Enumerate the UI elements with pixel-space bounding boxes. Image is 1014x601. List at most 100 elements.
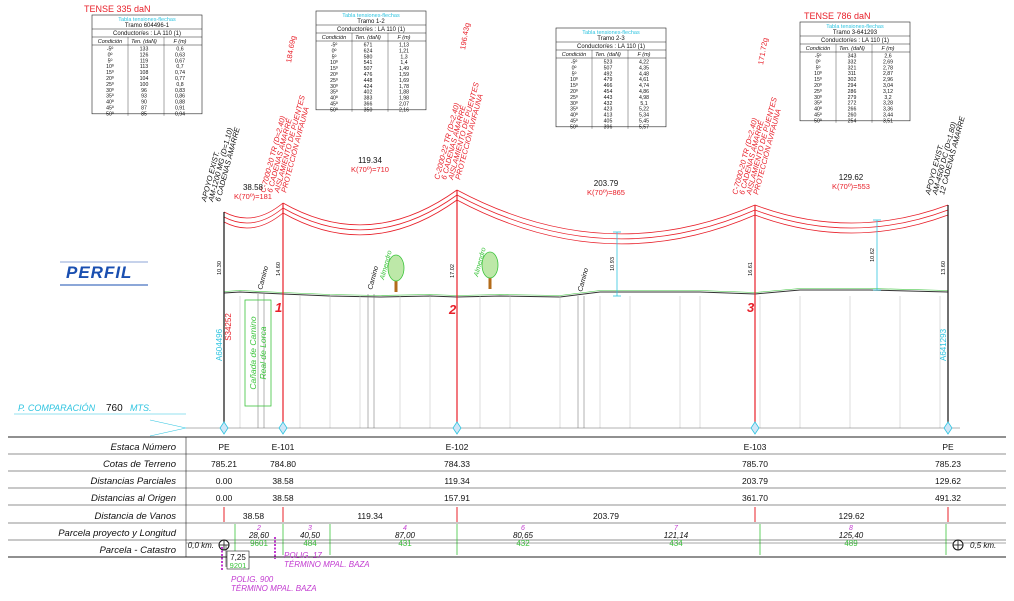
polig-17-label: POLIG. 17 [284, 551, 322, 560]
table-cell: 25º [330, 78, 338, 84]
ground-line [223, 289, 949, 298]
table-header-cell: Ten. (daN) [131, 39, 157, 45]
table-cell: 671 [364, 43, 373, 49]
table-cell: 10º [106, 64, 114, 70]
table-value-parciales: 129.62 [935, 476, 961, 486]
tree-trunk [394, 278, 398, 292]
table-frame [799, 21, 911, 122]
table-cell: 10º [814, 71, 822, 77]
perfil-title: PERFIL [66, 263, 132, 282]
table-cell: 133 [140, 47, 149, 53]
tower-marker [750, 421, 760, 435]
table-cell: 0,86 [175, 94, 185, 100]
table-cell: 4,98 [639, 95, 649, 101]
table-cell: 104 [140, 76, 149, 82]
table-cell: 1,59 [399, 72, 409, 78]
table-cell: 119 [140, 58, 148, 64]
table-cell: -5º [331, 43, 338, 49]
clearance-label: 10.62 [870, 248, 876, 262]
table-cell: 4,61 [639, 77, 649, 83]
comparison-plane-arrow [149, 419, 187, 437]
conductor-wire [456, 194, 756, 240]
table-cell: 0º [332, 48, 337, 54]
span-length-label: 38.58 [243, 183, 264, 192]
table-header-cell: Condición [98, 39, 122, 45]
table-cell: 113 [140, 64, 148, 70]
span-length-label: 129.62 [839, 173, 864, 182]
parcel-catastro: 489 [844, 539, 858, 548]
table-value-cotas: 785.23 [935, 459, 961, 469]
table-cell: 1,13 [399, 43, 409, 49]
table-cell: 4,48 [639, 71, 649, 77]
comparacion-value: 760 [106, 403, 123, 414]
table-cell: 85 [141, 111, 147, 117]
table-cell: 541 [364, 60, 373, 66]
table-cell: 90 [141, 100, 147, 106]
tower-angle-label: 196.43g [458, 22, 472, 50]
table-header-cell: Ten. (daN) [595, 52, 621, 58]
conductor-wire [282, 189, 458, 226]
table-tramo: Tramo 2-3 [597, 36, 625, 42]
table-header-cell: Condición [806, 46, 830, 52]
span-length-label: 119.34 [358, 156, 382, 165]
table-cell: 3,12 [883, 89, 893, 95]
table-cell: 2,96 [883, 77, 893, 83]
table-cell: 20º [570, 89, 578, 95]
parcel-number: 4 [403, 525, 407, 532]
table-cell: 466 [604, 83, 613, 89]
table-cell: 424 [364, 84, 373, 90]
conductor-wire [282, 194, 458, 231]
table-cell: 0º [816, 59, 821, 65]
table-cell: 45º [570, 119, 578, 125]
row-label: Estaca Número [111, 442, 176, 453]
table-cell: 2,87 [883, 71, 893, 77]
table-cell: 1,88 [399, 90, 409, 96]
canada-box [244, 299, 272, 407]
table-cell: 50º [330, 107, 338, 113]
table-cell: -5º [107, 47, 114, 53]
table-value-parciales: 38.58 [272, 476, 294, 486]
table-cell: 1,98 [399, 96, 409, 102]
table-cell: 3,28 [883, 101, 893, 107]
vano-value: 129.62 [839, 511, 865, 521]
comparacion-unit: MTS. [130, 403, 152, 413]
canada-label: Real de Lorca [258, 326, 268, 379]
table-cell: 343 [848, 54, 857, 60]
conductor-wire [456, 189, 756, 235]
table-cell: 15º [814, 77, 822, 83]
table-cell: 50º [106, 111, 114, 117]
tower-marker [219, 421, 229, 435]
table-header-cell: F (m) [881, 46, 894, 52]
tower-ref-label: A641293 [939, 328, 948, 361]
table-cell: 20º [814, 83, 822, 89]
table-cell: 507 [604, 65, 613, 71]
table-cell: 2,16 [399, 107, 409, 113]
tree-icon [481, 251, 499, 279]
tower-height-label: 17.02 [450, 264, 456, 278]
table-cell: 15º [570, 83, 578, 89]
table-value-cotas: 785.70 [742, 459, 768, 469]
table-cell: 279 [848, 95, 857, 101]
table-header-cell: F (m) [637, 52, 650, 58]
ground-line-green [223, 288, 949, 296]
row-label: Distancias al Origen [91, 493, 176, 504]
table-cell: -5º [815, 54, 822, 60]
table-cell: 443 [604, 95, 613, 101]
table-cell: 10º [330, 60, 338, 66]
row-label: Distancias Parciales [90, 476, 176, 487]
table-cell: 507 [364, 66, 373, 72]
table-caption: Tabla tensiones-flechas [118, 17, 176, 23]
table-cell: 3,51 [883, 118, 893, 124]
table-cell: 25º [570, 95, 578, 101]
row-label: Cotas de Terreno [103, 459, 176, 470]
km-marker-cross [219, 540, 229, 550]
parcel-length: 87,00 [395, 531, 416, 540]
parcel-catastro: 9601 [250, 539, 268, 548]
table-cell: 50º [814, 118, 822, 124]
span-k-label: K(70º)=553 [832, 182, 870, 191]
table-cell: 479 [604, 77, 613, 83]
table-cell: 1,49 [399, 66, 409, 72]
conductor-wire [754, 204, 949, 224]
parcel-catastro: 484 [303, 539, 317, 548]
table-header-cell: Ten. (daN) [839, 46, 865, 52]
